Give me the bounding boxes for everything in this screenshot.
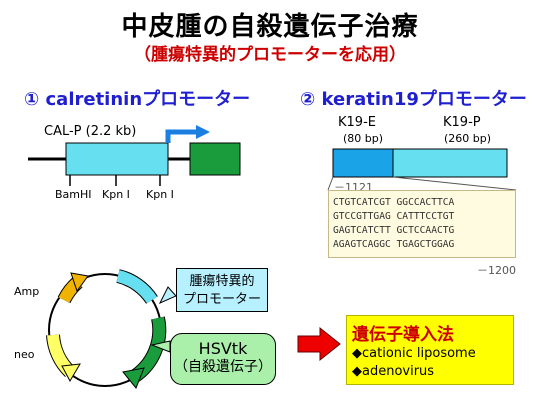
k19e-label: K19-E bbox=[338, 115, 376, 130]
page-subtitle: （腫瘍特異的プロモーターを応用） bbox=[134, 45, 406, 65]
gene-transfer-item-adenovirus: ◆adenovirus bbox=[352, 364, 435, 379]
callout-line-right bbox=[392, 176, 517, 191]
gene-transfer-title: 遺伝子導入法 bbox=[352, 325, 454, 345]
amp-arrowhead bbox=[70, 272, 89, 293]
gene-transfer-box bbox=[346, 315, 514, 385]
sequence-line-3: GAGTCATCTT GCTCCAACTG bbox=[333, 225, 455, 236]
page-title: 中皮腫の自殺遺伝子治療 bbox=[121, 12, 419, 42]
sequence-line-2: GTCCGTTGAG CATTTCCTGT bbox=[333, 211, 455, 222]
amp-label: Amp bbox=[14, 285, 40, 298]
hsvtk-arrowhead bbox=[122, 367, 145, 389]
section-keratin19-heading: ② keratin19プロモーター bbox=[300, 89, 527, 110]
hsvtk-callout-box: HSVtk （自殺遺伝子） bbox=[170, 333, 276, 385]
site-label-kpni-2: Kpn I bbox=[146, 188, 174, 201]
k19p-size: (260 bp) bbox=[444, 132, 492, 145]
sequence-line-1: CTGTCATCGT GGCCACTTCA bbox=[333, 197, 455, 208]
k19e-box bbox=[332, 148, 394, 178]
cal-promoter-box bbox=[65, 142, 169, 176]
promoter-callout-box: 腫瘍特異的 プロモーター bbox=[176, 268, 268, 312]
transcription-arrow-head bbox=[196, 125, 210, 139]
gene-box-green bbox=[189, 142, 241, 176]
transcription-arrow-line bbox=[165, 129, 198, 143]
seq-end-position: －1200 bbox=[477, 264, 516, 277]
neo-label: neo bbox=[14, 348, 35, 361]
hsvtk-callout-line-2: （自殺遺伝子） bbox=[174, 359, 272, 375]
k19p-label: K19-P bbox=[443, 115, 481, 130]
hsvtk-callout-line-1: HSVtk bbox=[198, 339, 248, 358]
site-label-kpni-1: Kpn I bbox=[102, 188, 130, 201]
red-right-arrow bbox=[297, 326, 341, 362]
gene-transfer-item-liposome: ◆cationic liposome bbox=[352, 346, 476, 361]
site-label-bamhi: BamHI bbox=[55, 188, 92, 201]
callout-line-left bbox=[327, 176, 334, 191]
k19e-size: (80 bp) bbox=[343, 132, 384, 145]
sequence-box bbox=[328, 190, 516, 258]
neo-arrowhead bbox=[61, 363, 81, 383]
promoter-callout-line-2: プロモーター bbox=[182, 292, 261, 307]
sequence-line-4: AGAGTCAGGC TGAGCTGGAG bbox=[333, 239, 455, 250]
k19p-box bbox=[392, 148, 508, 178]
promoter-callout-pointer bbox=[158, 286, 177, 305]
section-calretinin-heading: ① calretininプロモーター bbox=[24, 89, 251, 110]
cal-p-label: CAL-P (2.2 kb) bbox=[44, 124, 137, 139]
promoter-segment bbox=[116, 270, 158, 304]
promoter-callout-line-1: 腫瘍特異的 bbox=[189, 274, 255, 289]
